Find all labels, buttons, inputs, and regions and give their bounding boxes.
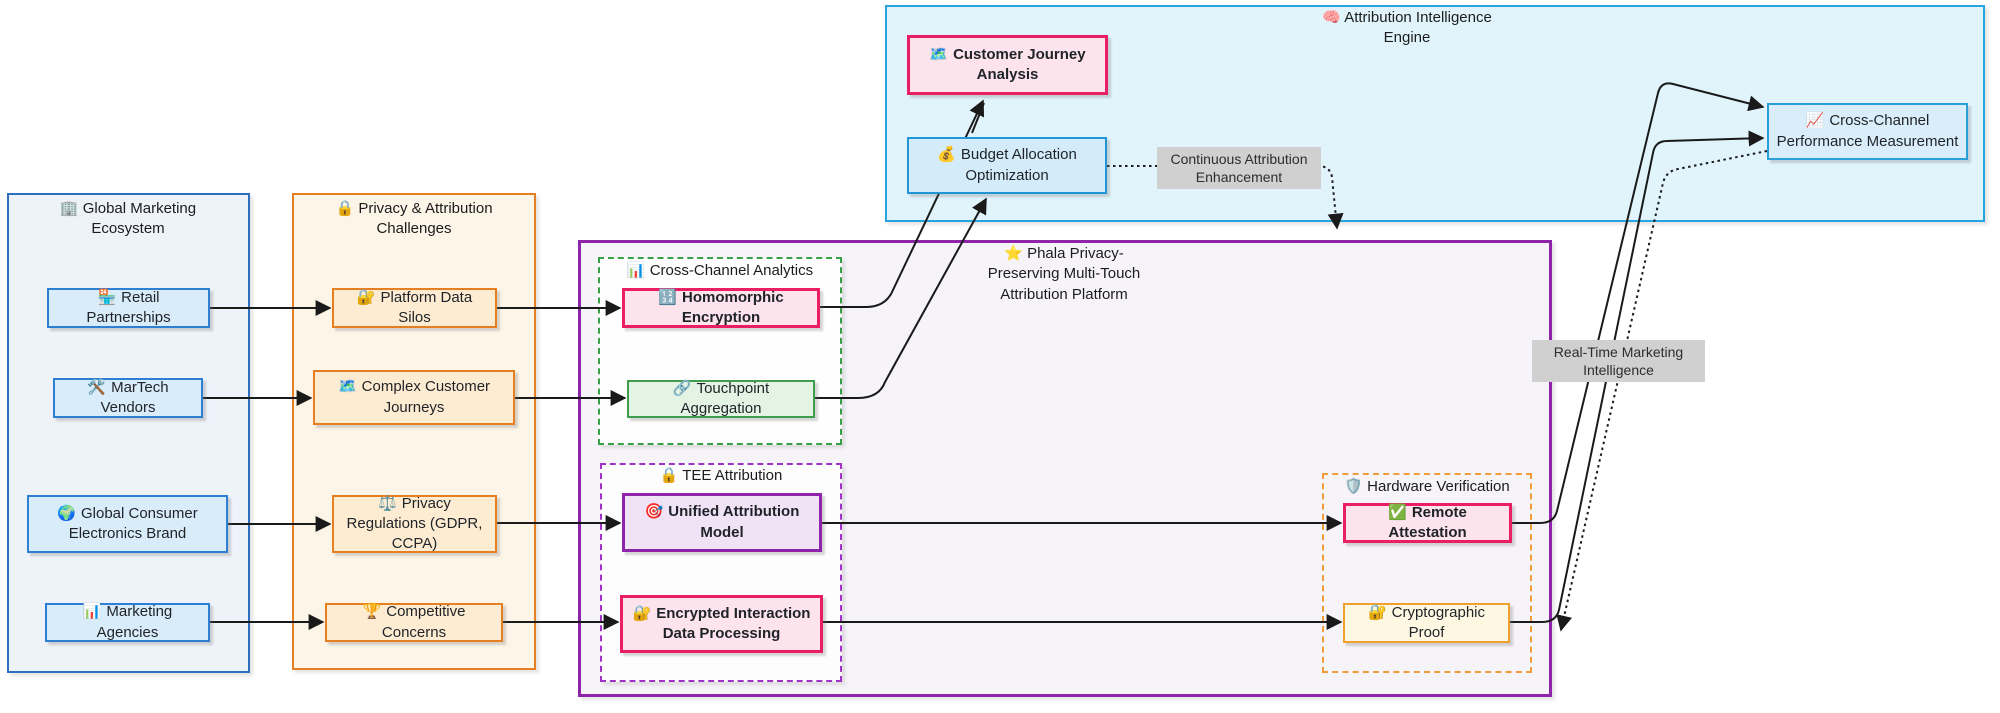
bar-chart-icon: 📊 bbox=[82, 603, 102, 621]
office-building-icon: 🏢 bbox=[59, 200, 79, 217]
node-martech-vendors: 🛠️MarTech Vendors bbox=[53, 378, 203, 418]
money-bag-icon: 💰 bbox=[937, 146, 956, 164]
lock-icon: 🔒 bbox=[659, 467, 679, 484]
node-encrypted-interaction-data-processing: 🔐Encrypted Interaction Data Processing bbox=[620, 595, 823, 653]
world-map-icon: 🗺️ bbox=[929, 45, 949, 63]
shield-icon: 🛡️ bbox=[1344, 478, 1363, 495]
edge-remote-attestation-to-ccpm bbox=[1512, 82, 1765, 524]
trophy-icon: 🏆 bbox=[362, 603, 382, 621]
node-cryptographic-proof: 🔐Cryptographic Proof bbox=[1343, 603, 1510, 643]
brain-icon: 🧠 bbox=[1322, 9, 1341, 26]
group-title-tee: 🔒 TEE Attribution bbox=[659, 467, 783, 484]
balance-scale-icon: ⚖️ bbox=[378, 494, 397, 512]
hammer-wrench-icon: 🛠️ bbox=[87, 378, 107, 396]
group-title-analytics: 📊 Cross-Channel Analytics bbox=[626, 262, 814, 279]
node-budget-allocation-optimization: 💰Budget Allocation Optimization bbox=[907, 137, 1107, 194]
bar-chart-icon: 📊 bbox=[626, 262, 646, 279]
world-map-icon: 🗺️ bbox=[337, 378, 357, 396]
node-touchpoint-aggregation: 🔗Touchpoint Aggregation bbox=[627, 380, 815, 418]
node-platform-data-silos: 🔐Platform Data Silos bbox=[332, 288, 497, 328]
edge-label-continuous-attribution-enhancement: Continuous Attribution Enhancement bbox=[1157, 147, 1321, 190]
group-hardware-verification bbox=[1322, 473, 1532, 673]
locked-with-key-icon: 🔐 bbox=[632, 604, 652, 622]
node-cross-channel-performance-measurement: 📈Cross-Channel Performance Measurement bbox=[1767, 103, 1968, 160]
node-retail-partnerships: 🏪Retail Partnerships bbox=[47, 288, 210, 328]
group-title-platform: ⭐ Phala Privacy-Preserving Multi-Touch A… bbox=[987, 245, 1141, 303]
locked-with-key-icon: 🔐 bbox=[356, 288, 376, 306]
node-homomorphic-encryption: 🔢Homomorphic Encryption bbox=[622, 288, 820, 328]
node-unified-attribution-model: 🎯Unified Attribution Model bbox=[622, 493, 822, 552]
edge-touchpoint-to-bao bbox=[815, 197, 987, 399]
edge-ccpm-to-platform-dotted bbox=[1556, 150, 1768, 632]
edge-label-real-time-marketing-intelligence: Real-Time Marketing Intelligence bbox=[1532, 340, 1705, 383]
group-global-marketing-ecosystem bbox=[7, 193, 250, 673]
link-icon: 🔗 bbox=[672, 379, 692, 397]
node-remote-attestation: ✅Remote Attestation bbox=[1343, 503, 1512, 543]
node-customer-journey-analysis: 🗺️Customer Journey Analysis bbox=[907, 35, 1108, 95]
star-icon: ⭐ bbox=[1004, 245, 1023, 262]
group-privacy-attribution-challenges bbox=[292, 193, 536, 670]
group-title-ecosystem: 🏢 Global Marketing Ecosystem bbox=[59, 200, 197, 238]
node-marketing-agencies: 📊Marketing Agencies bbox=[45, 603, 210, 642]
input-numbers-icon: 🔢 bbox=[658, 288, 677, 306]
chart-increasing-icon: 📈 bbox=[1805, 112, 1825, 130]
node-global-consumer-electronics-brand: 🌍Global Consumer Electronics Brand bbox=[27, 495, 228, 553]
target-icon: 🎯 bbox=[644, 503, 664, 521]
lock-icon: 🔒 bbox=[335, 200, 355, 217]
check-mark-icon: ✅ bbox=[1388, 503, 1407, 521]
edge-bao-to-cja bbox=[971, 102, 985, 134]
group-title-challenges: 🔒 Privacy & Attribution Challenges bbox=[335, 200, 493, 238]
convenience-store-icon: 🏪 bbox=[97, 288, 117, 306]
node-complex-customer-journeys: 🗺️Complex Customer Journeys bbox=[313, 370, 515, 425]
edge-homomorphic-to-cja bbox=[820, 99, 985, 308]
node-competitive-concerns: 🏆Competitive Concerns bbox=[325, 603, 503, 642]
locked-with-key-icon: 🔐 bbox=[1367, 603, 1387, 621]
globe-icon: 🌍 bbox=[57, 504, 76, 522]
node-privacy-regulations: ⚖️Privacy Regulations (GDPR, CCPA) bbox=[332, 495, 497, 553]
group-title-engine: 🧠 Attribution Intelligence Engine bbox=[1322, 9, 1492, 47]
group-title-hardware: 🛡️ Hardware Verification bbox=[1344, 478, 1510, 495]
